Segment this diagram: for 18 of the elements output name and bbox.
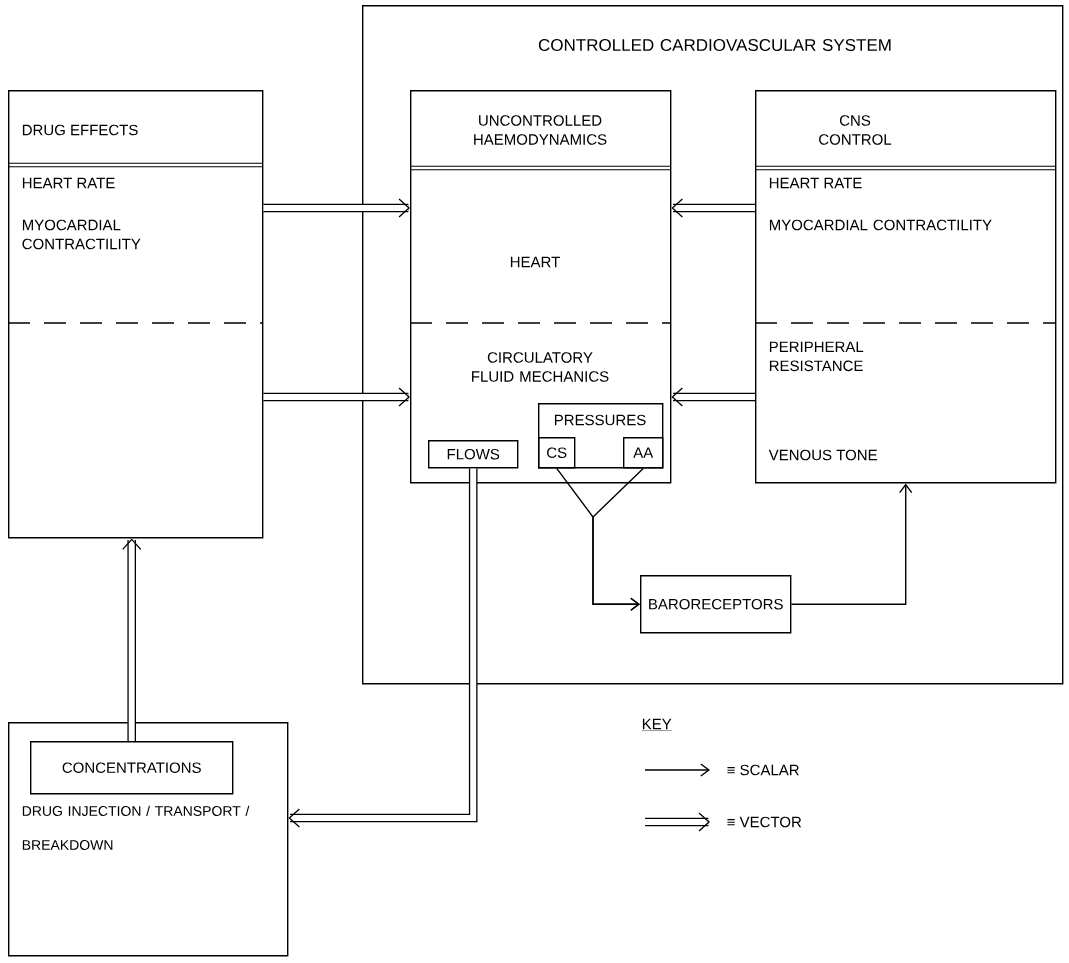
- double-arrow: [263, 198, 410, 218]
- double-arrow: [671, 387, 755, 407]
- arrow: [790, 483, 913, 605]
- legend-text: ≡ SCALAR: [727, 764, 799, 776]
- signal-box: AA: [623, 437, 664, 469]
- key-heading: KEY: [641, 718, 672, 731]
- arrow: [592, 467, 644, 611]
- block-box: DRUG EFFECTS HEART RATE MYOCARDIAL CONTRACTILITY: [8, 90, 264, 539]
- double-arrow: [671, 198, 755, 218]
- double-arrow: [288, 468, 478, 828]
- block-box: BARORECEPTORS: [640, 575, 792, 634]
- legend-text: ≡ VECTOR: [727, 816, 802, 828]
- signal-box: FLOWS: [428, 440, 519, 469]
- double-arrow: [122, 538, 142, 741]
- signal-box: CONCENTRATIONS: [30, 741, 234, 795]
- block-box: CNS CONTROL HEART RATE MYOCARDIAL CONTRACTILITY PERIPHERAL RESISTANCE VENOUS TONE: [755, 90, 1057, 484]
- signal-box: CS: [538, 437, 576, 469]
- double-arrow: [263, 387, 410, 407]
